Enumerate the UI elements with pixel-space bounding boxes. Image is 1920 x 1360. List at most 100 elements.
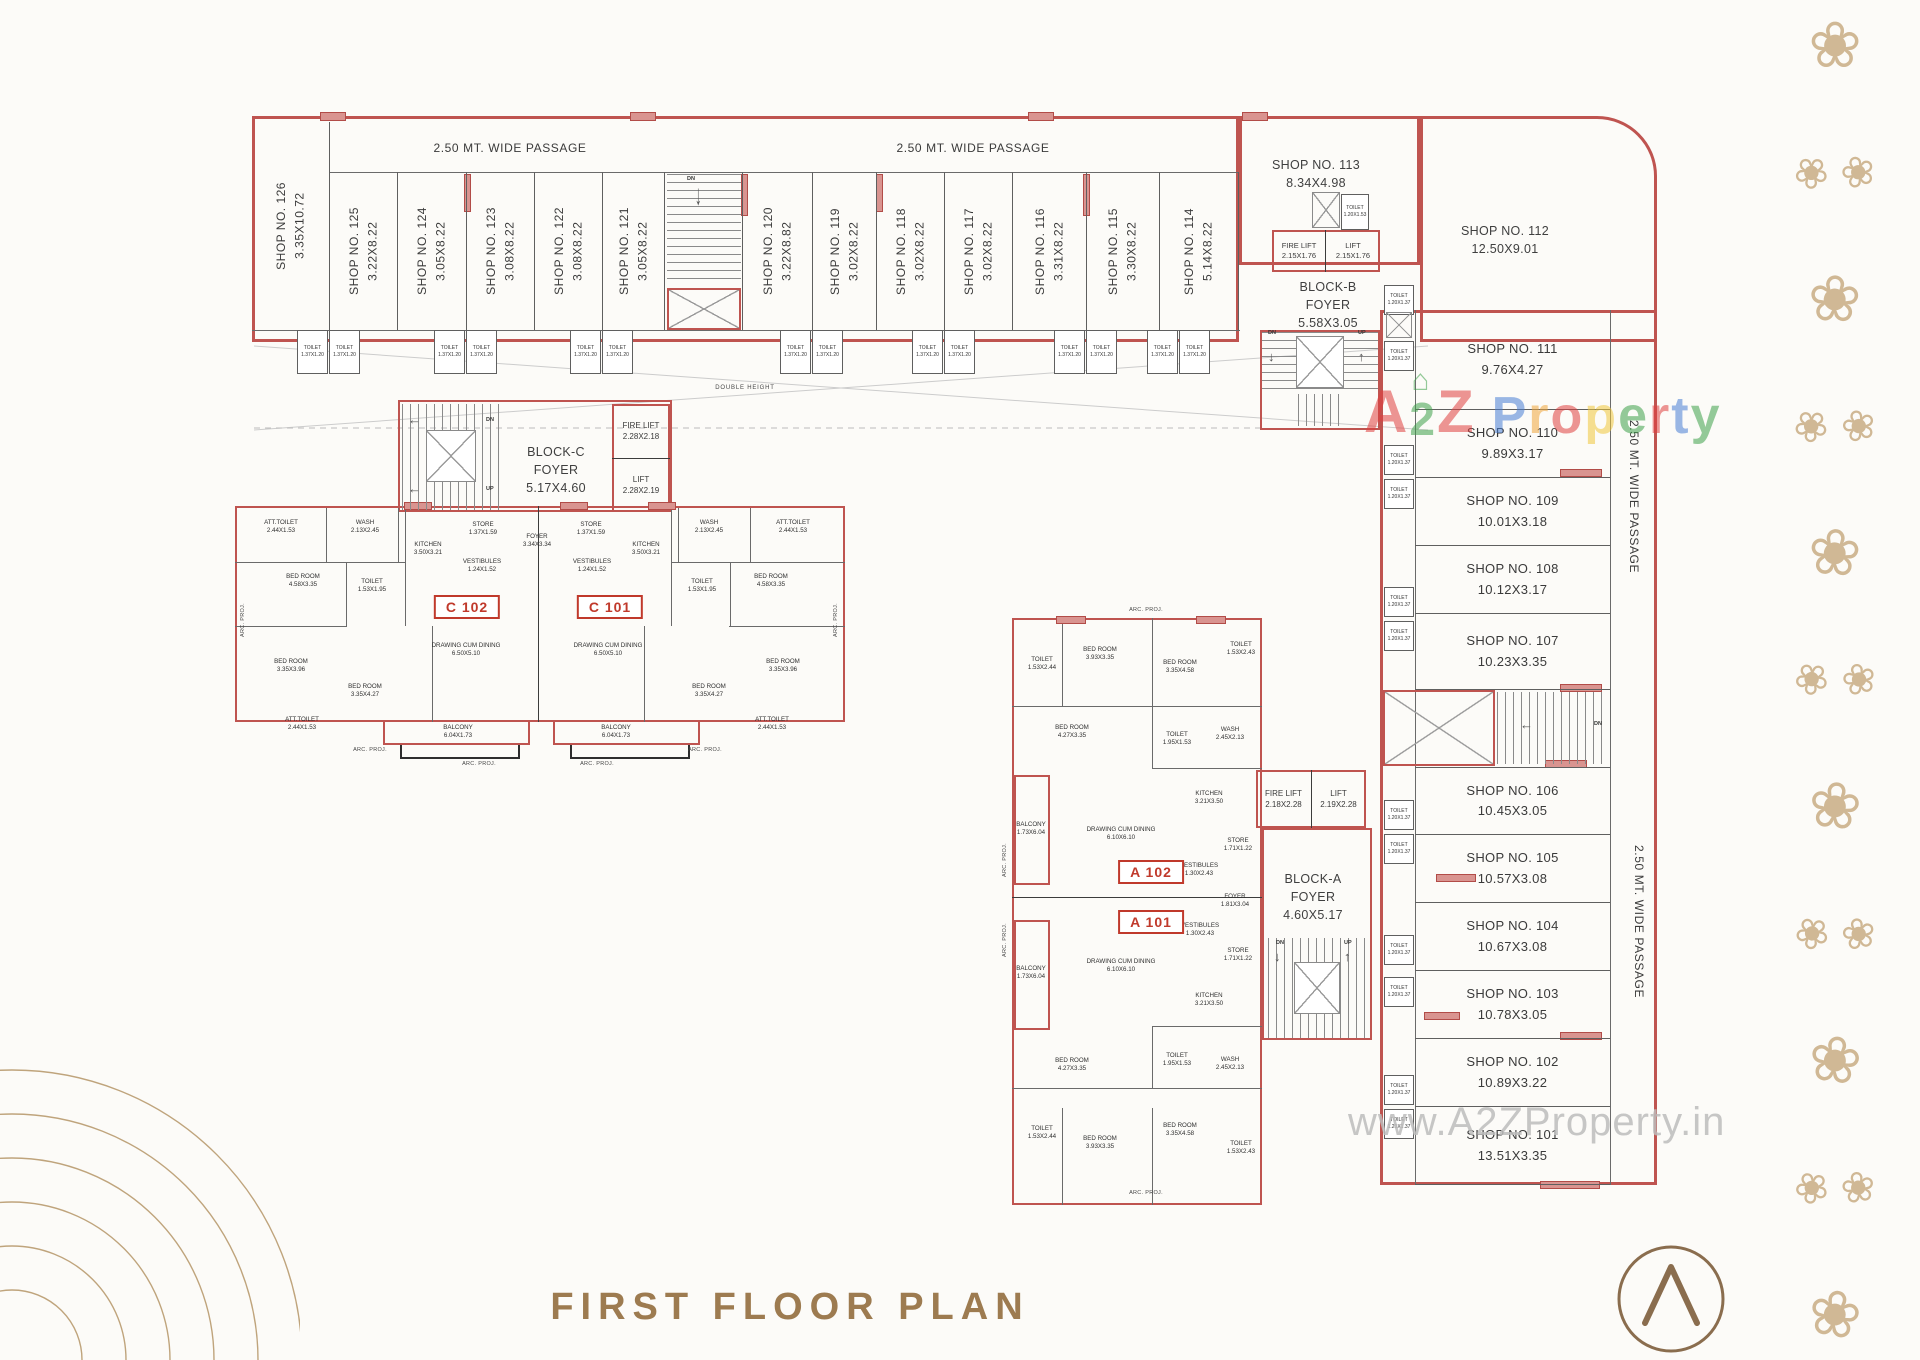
block-a-foyer-label: BLOCK-A FOYER 4.60X5.17 (1283, 870, 1343, 924)
flower-icon: ❀ (1829, 1161, 1888, 1214)
right-stair-dn: DN (1594, 721, 1602, 727)
flower-icon: ❀ (1833, 397, 1884, 455)
c-stair-arrow-up-icon: ← (408, 481, 421, 496)
unit-label-a101: A 101 (1118, 910, 1184, 934)
wall-segment (1012, 618, 1262, 1205)
room-dim: 3.50X3.21 (631, 549, 661, 556)
top-stair-shaft (667, 288, 741, 330)
toilet-dim: 1.20X1.37 (1387, 494, 1411, 500)
door-mark (1242, 112, 1268, 121)
right-wing-stair (1497, 692, 1607, 764)
flower-row: ❀❀ (1783, 143, 1888, 202)
block-c-dim: 5.17X4.60 (526, 481, 586, 496)
toilet-dim: 1.37X1.20 (333, 352, 356, 358)
wall-segment (1014, 775, 1050, 885)
room-name: FOYER (526, 532, 548, 540)
toilet-dim: 1.37X1.20 (301, 352, 324, 358)
shop-no: SHOP NO. 124 (415, 207, 430, 295)
room-dim: 1.81X3.04 (1220, 901, 1250, 908)
stair-dn: DN (687, 176, 695, 182)
unit-label-c101: C 101 (576, 595, 644, 619)
watermark-brand-letter: p (1584, 387, 1619, 445)
room-name: TOILET (361, 577, 383, 585)
wall-segment (1272, 230, 1380, 272)
shop-dim: 10.45X3.05 (1477, 803, 1548, 818)
room-name: DRAWING CUM DINING (1086, 957, 1156, 965)
room-dim: 2.13X2.45 (350, 527, 380, 534)
toilet-dim: 1.20X1.37 (1387, 1090, 1411, 1096)
room-dim: 1.53X2.44 (1027, 1133, 1057, 1140)
room-name: BED ROOM (274, 657, 308, 665)
wall-segment (1380, 310, 1657, 1185)
shop-113-label: SHOP NO. 113 8.34X4.98 (1272, 156, 1360, 192)
arc-proj-label: ARC. PROJ. (240, 603, 246, 637)
block-a-fire-lift: FIRE LIFT 2.18X2.28 (1256, 770, 1311, 828)
watermark-brand-letter: y (1690, 387, 1722, 445)
arc-proj-label: ARC. PROJ. (353, 747, 387, 753)
shop-dim: 3.31X8.22 (1051, 221, 1066, 281)
shop-no: SHOP NO. 125 (346, 207, 361, 295)
room-dim: 3.35X4.27 (694, 691, 724, 698)
flower-icon: ❀ (1783, 401, 1840, 452)
shop-dim: 3.02X8.22 (980, 221, 995, 281)
wall-segment (1152, 1026, 1153, 1088)
room-name: BALCONY (443, 723, 473, 731)
stair-up: UP (1358, 330, 1366, 336)
flower-icon: ❀ (1833, 660, 1884, 700)
block-a-lift: LIFT 2.19X2.28 (1311, 770, 1366, 828)
toilet-label: TOILET (1390, 1083, 1408, 1090)
block-c-foyer-label: BLOCK-C FOYER 5.17X4.60 (526, 443, 586, 497)
toilet-label: TOILET (335, 345, 354, 352)
wall-segment (750, 508, 751, 562)
shop-112-label: SHOP NO. 112 12.50X9.01 (1461, 222, 1549, 258)
shop-no: SHOP NO. 102 (1466, 1054, 1559, 1070)
door-mark (1424, 1012, 1460, 1020)
toilet-dim: 1.20X1.53 (1343, 212, 1367, 218)
wall-segment (678, 508, 679, 562)
room-dim: 6.10X6.10 (1106, 966, 1136, 973)
door-mark (630, 112, 656, 121)
fire-lift-label: FIRE LIFT (622, 420, 660, 430)
shop-dim: 10.01X3.18 (1477, 513, 1548, 529)
wall-segment (730, 562, 731, 626)
room-dim: 2.44X1.53 (287, 724, 317, 731)
room-name: BED ROOM (1163, 658, 1197, 666)
shop-no: SHOP NO. 117 (961, 207, 976, 295)
wall-segment (235, 562, 405, 563)
room-dim: 2.44X1.53 (757, 724, 787, 731)
corner-arc-decoration (0, 1069, 300, 1360)
flower-row: ❀ (1793, 509, 1877, 598)
flower-row: ❀❀ (1785, 1159, 1887, 1217)
toilet-label: TOILET (472, 345, 491, 352)
room-name: WASH (1220, 725, 1240, 733)
room-name: BALCONY (1016, 964, 1046, 972)
c-stair-up: UP (486, 486, 494, 492)
toilet-label: TOILET (1390, 293, 1408, 300)
shop-no: SHOP NO. 105 (1466, 850, 1559, 866)
room-dim: 1.24X1.52 (577, 566, 607, 573)
wall-segment (1012, 1088, 1262, 1089)
room-name: BED ROOM (766, 657, 800, 665)
shop-dim: 3.05X8.22 (434, 221, 448, 281)
